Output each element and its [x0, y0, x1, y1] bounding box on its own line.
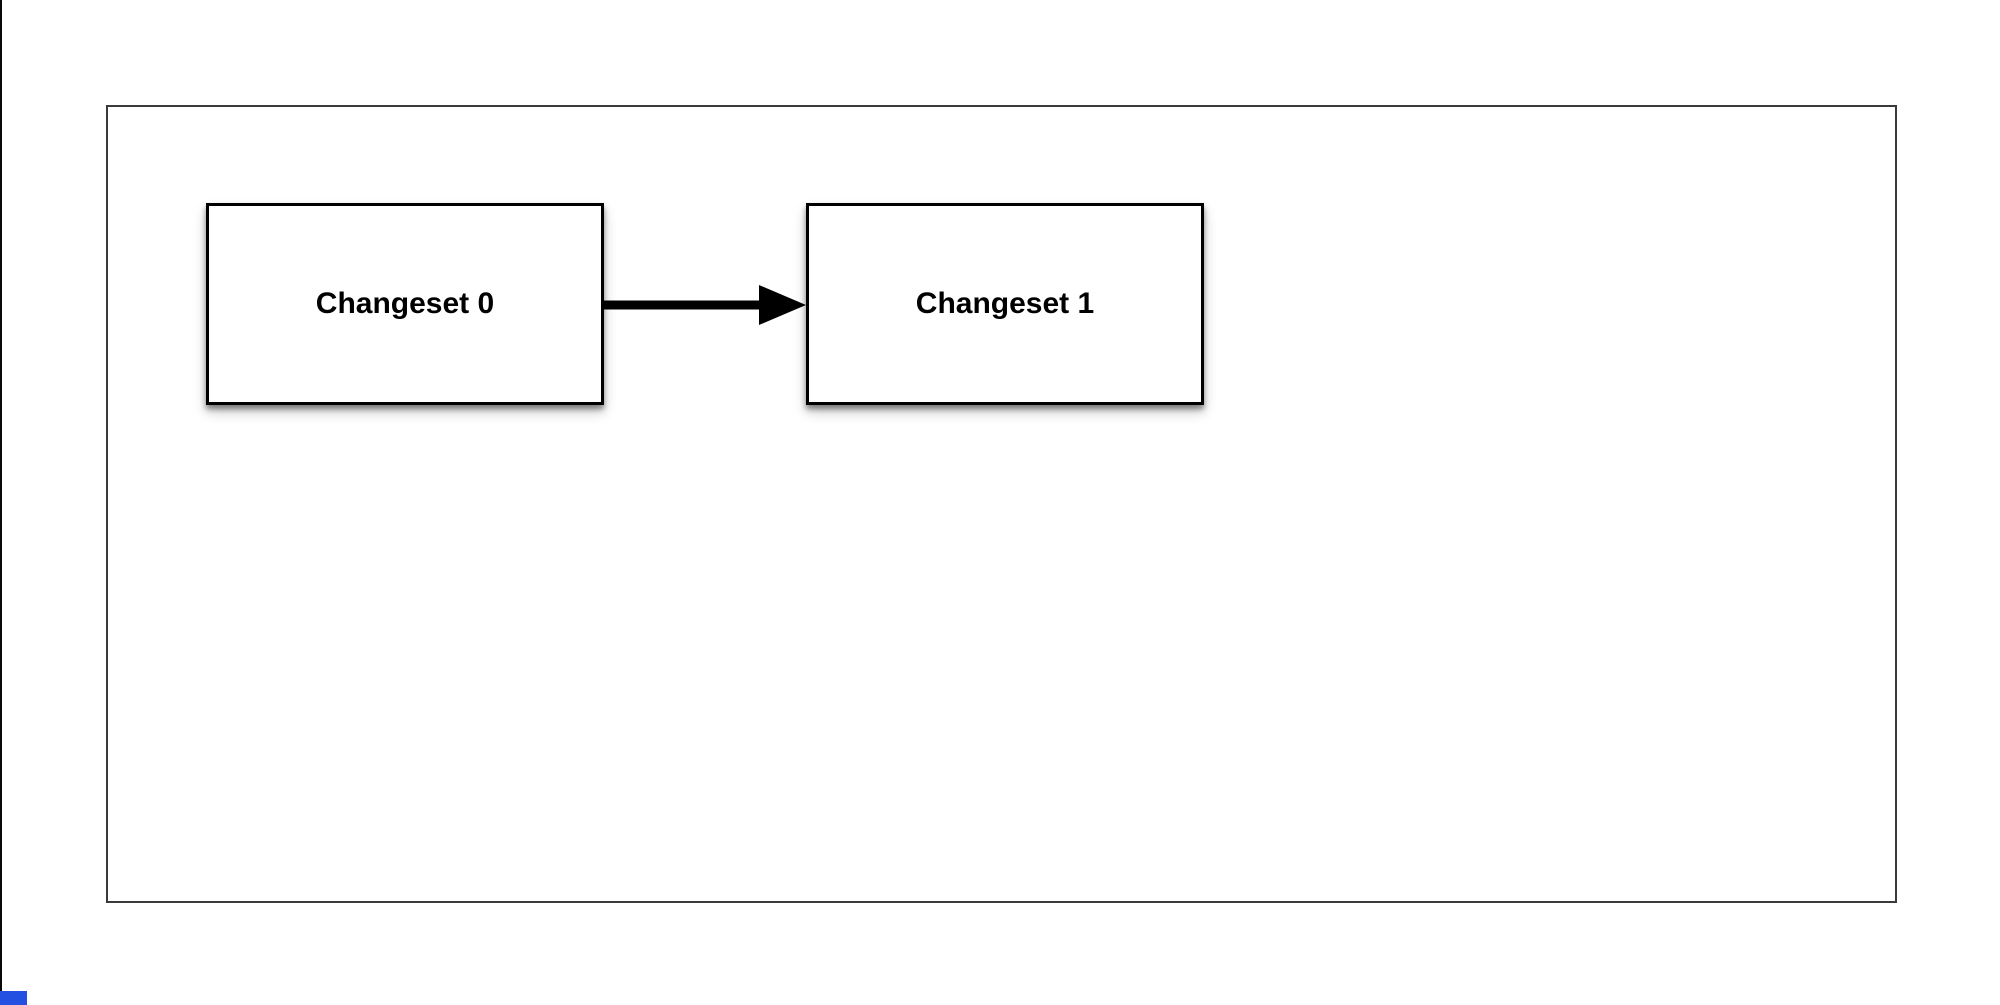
edge-arrow-changeset0-to-changeset1[interactable] [600, 280, 810, 330]
left-edge-line [0, 0, 2, 997]
arrowhead-icon [759, 285, 806, 325]
blue-corner-marker [0, 991, 27, 1005]
node-changeset-0[interactable]: Changeset 0 [206, 203, 604, 405]
node-changeset-1-label: Changeset 1 [915, 287, 1095, 320]
node-changeset-0-label: Changeset 0 [315, 287, 495, 320]
node-changeset-1[interactable]: Changeset 1 [806, 203, 1204, 405]
